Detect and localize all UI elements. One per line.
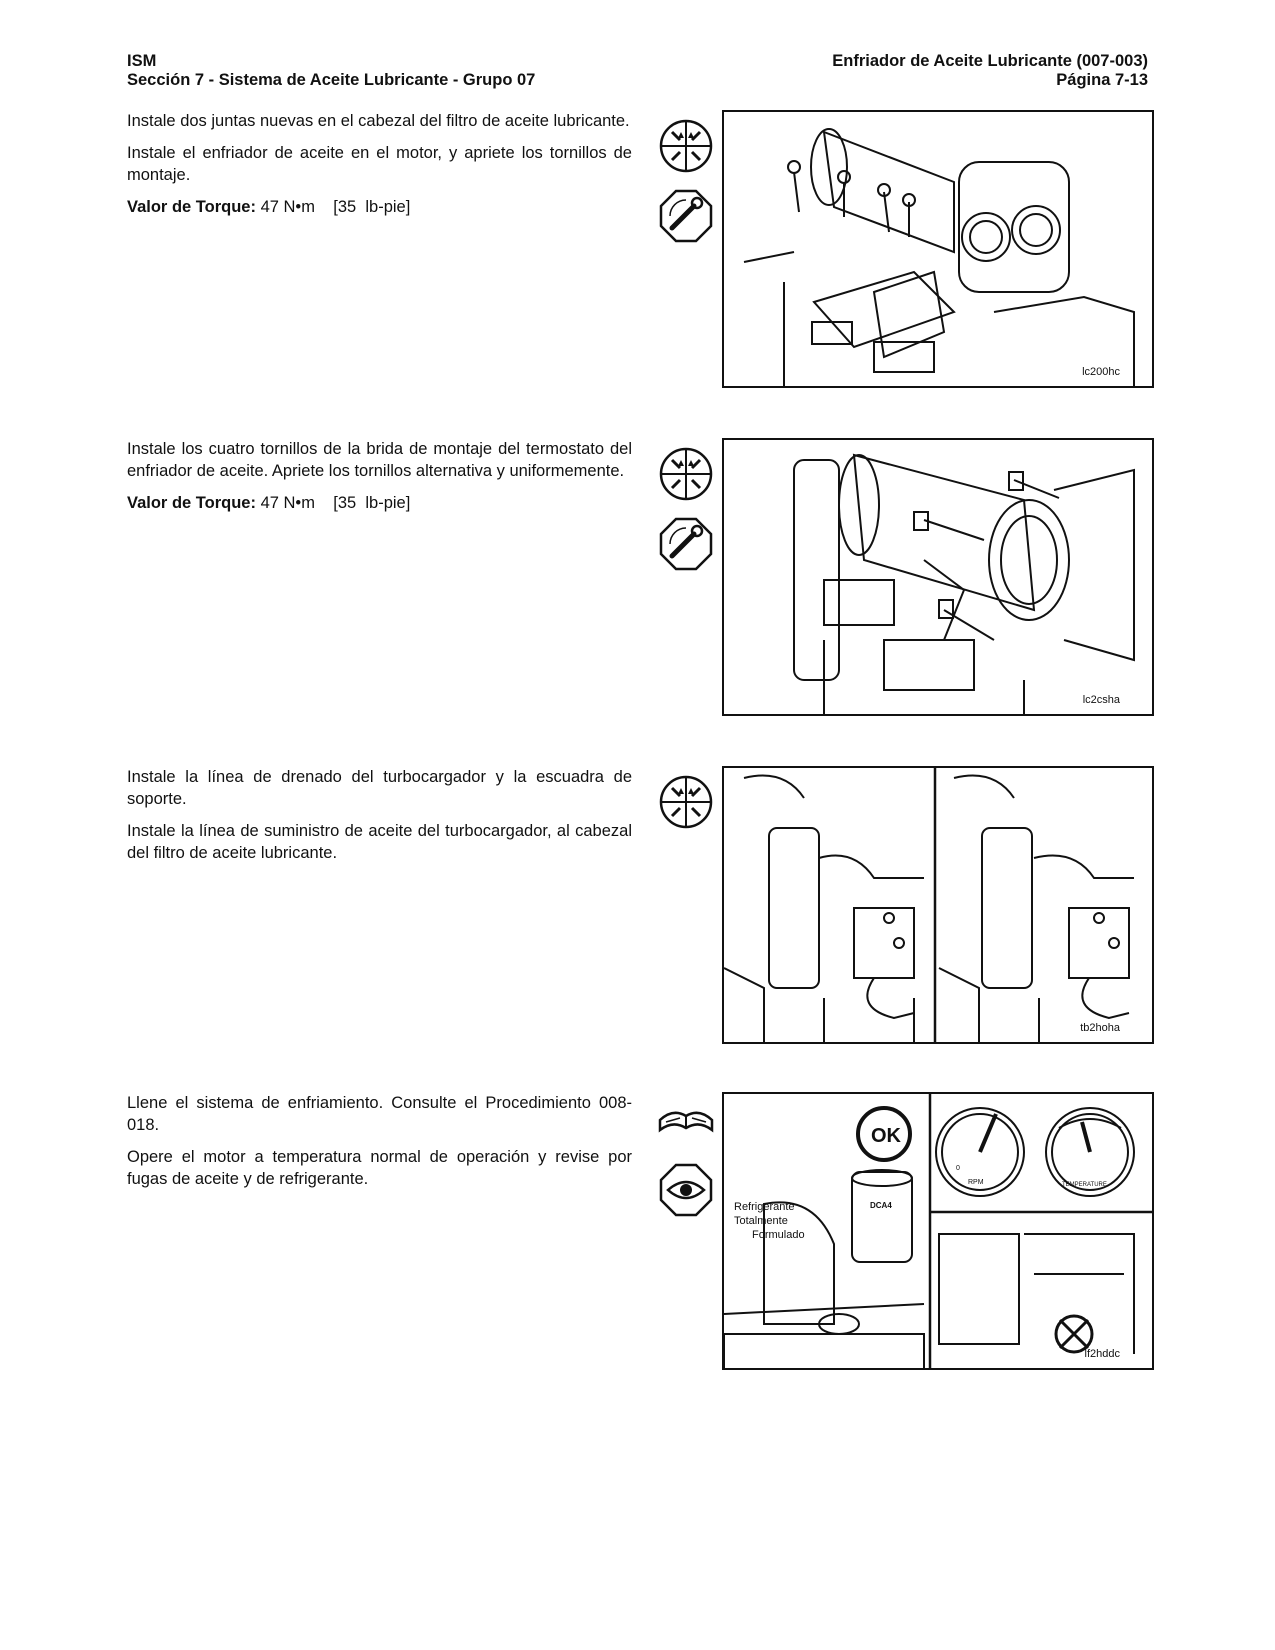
- figure-oil-cooler-mounting: lc200hc: [722, 110, 1154, 388]
- step-3-paragraph-1: Instale la línea de drenado del turbocar…: [127, 768, 632, 808]
- step-2-torque: Valor de Torque: 47 N•m [35 lb-pie]: [127, 492, 632, 514]
- page-number: Página 7-13: [1056, 71, 1148, 89]
- figure-turbo-oil-lines: tb2hoha: [722, 766, 1154, 1044]
- step-1-torque: Valor de Torque: 47 N•m [35 lb-pie]: [127, 196, 632, 218]
- section-title: Sección 7 - Sistema de Aceite Lubricante…: [127, 71, 536, 89]
- torque-label: Valor de Torque:: [127, 198, 256, 216]
- page-header-left: ISM Sección 7 - Sistema de Aceite Lubric…: [127, 52, 535, 90]
- step-1-paragraph-2: Instale el enfriador de aceite en el mot…: [127, 144, 632, 184]
- step-4-paragraph-1: Llene el sistema de enfriamiento. Consul…: [127, 1094, 632, 1134]
- ok-label: OK: [871, 1125, 902, 1147]
- step-1-paragraph-1: Instale dos juntas nuevas en el cabezal …: [127, 112, 630, 130]
- figure-code: tb2hoha: [1080, 1022, 1120, 1034]
- temperature-label: TEMPERATURE: [1062, 1182, 1107, 1188]
- torque-label: Valor de Torque:: [127, 494, 256, 512]
- torque-value: 47 N•m [35 lb-pie]: [260, 494, 411, 512]
- gauge-zero-label: 0: [956, 1165, 960, 1172]
- figure-code: lc200hc: [1082, 366, 1120, 378]
- coolant-label-line3: Formulado: [752, 1229, 805, 1241]
- coolant-label-line2: Totalmente: [734, 1215, 788, 1227]
- torque-wrench-icon: [658, 188, 714, 244]
- install-icon: [658, 446, 714, 502]
- step-4-text: Llene el sistema de enfriamiento. Consul…: [127, 1092, 632, 1200]
- install-icon: [658, 774, 714, 830]
- figure-code: lf2hddc: [1084, 1348, 1120, 1360]
- step-2-paragraph-1: Instale los cuatro tornillos de la brida…: [127, 440, 632, 480]
- rpm-label: RPM: [968, 1179, 984, 1186]
- filter-label: DCA4: [870, 1201, 892, 1210]
- step-3-text: Instale la línea de drenado del turbocar…: [127, 766, 632, 874]
- step-4-paragraph-2: Opere el motor a temperatura normal de o…: [127, 1148, 632, 1188]
- figure-coolant-fill-and-gauges: OK Refrigerante Totalmente Formulado DCA…: [722, 1092, 1154, 1370]
- procedure-title: Enfriador de Aceite Lubricante (007-003): [832, 52, 1148, 70]
- reference-book-icon: [658, 1100, 714, 1140]
- figure-code: lc2csha: [1082, 694, 1120, 706]
- coolant-label-line1: Refrigerante: [734, 1201, 795, 1213]
- page-header-right: Enfriador de Aceite Lubricante (007-003)…: [832, 52, 1148, 90]
- figure-thermostat-flange: lc2csha: [722, 438, 1154, 716]
- step-2-text: Instale los cuatro tornillos de la brida…: [127, 438, 632, 524]
- torque-value: 47 N•m [35 lb-pie]: [260, 198, 411, 216]
- step-1-text: Instale dos juntas nuevas en el cabezal …: [127, 110, 632, 228]
- manual-title: ISM: [127, 52, 157, 70]
- install-icon: [658, 118, 714, 174]
- step-3-paragraph-2: Instale la línea de suministro de aceite…: [127, 822, 632, 862]
- inspect-eye-icon: [658, 1162, 714, 1218]
- torque-wrench-icon: [658, 516, 714, 572]
